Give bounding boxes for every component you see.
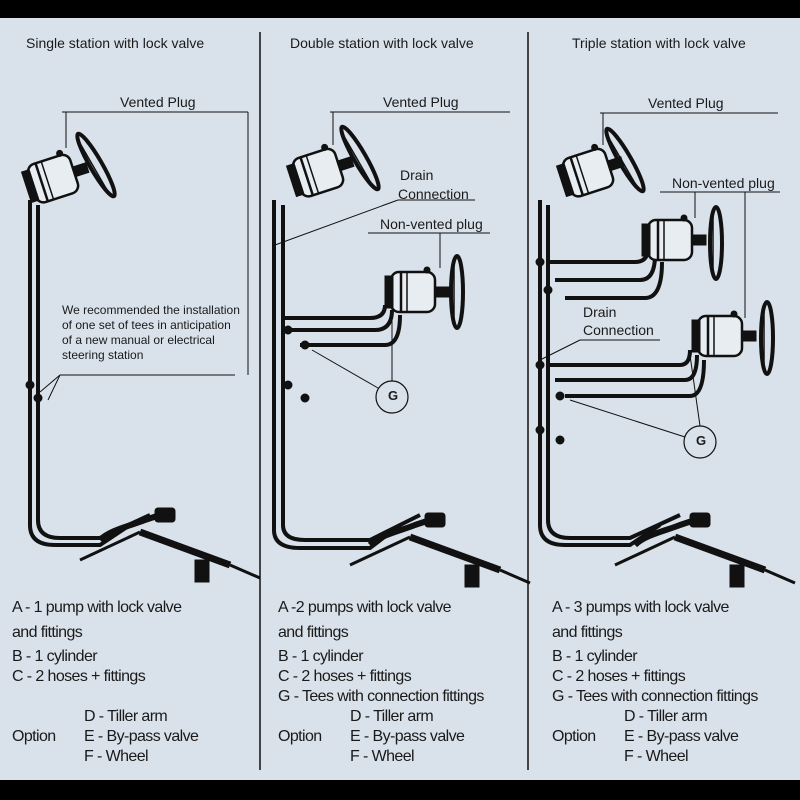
legend-a-cont: and fittings: [278, 624, 349, 641]
double-station-drawing: [272, 111, 530, 587]
legend-g: G - Tees with connection fittings: [552, 688, 758, 705]
legend-c: C - 2 hoses + fittings: [552, 668, 686, 685]
recommendation-note: We recommended the installation of one s…: [62, 303, 240, 363]
wheel-icon: [759, 300, 775, 376]
note-line: steering station: [62, 348, 144, 362]
non-vented-plug-label: Non-vented plug: [380, 216, 483, 232]
diagram-drawing: [17, 32, 800, 770]
cylinder-icon: [80, 508, 260, 582]
connection-label: Connection: [583, 322, 654, 338]
steering-diagram: Single station with lock valve Double st…: [0, 18, 800, 780]
drain-label: Drain: [583, 304, 617, 320]
legend-d: D - Tiller arm: [84, 708, 168, 725]
legend-c: C - 2 hoses + fittings: [278, 668, 412, 685]
panel-title-single: Single station with lock valve: [26, 35, 205, 51]
legend-g: G - Tees with connection fittings: [278, 688, 484, 705]
panel-title-triple: Triple station with lock valve: [572, 35, 746, 51]
legend-option: Option: [278, 728, 322, 745]
non-vented-plug-label: Non-vented plug: [672, 175, 775, 191]
legend-d: D - Tiller arm: [350, 708, 434, 725]
legend-a-cont: and fittings: [552, 624, 623, 641]
legend-e: E - By-pass valve: [350, 728, 465, 745]
legend-option: Option: [12, 728, 56, 745]
legend-f: F - Wheel: [84, 748, 149, 765]
vented-plug-label: Vented Plug: [120, 94, 196, 110]
vented-plug-label: Vented Plug: [383, 94, 459, 110]
g-callout: G: [696, 433, 707, 448]
cylinder-icon: [350, 513, 530, 587]
connection-label: Connection: [398, 186, 469, 202]
note-line: of a new manual or electrical: [62, 333, 215, 347]
legend-b: B - 1 cylinder: [278, 648, 364, 665]
vented-plug-label: Vented Plug: [648, 95, 724, 111]
triple-station-drawing: [535, 112, 795, 587]
legend-e: E - By-pass valve: [84, 728, 199, 745]
legend-a: A - 1 pump with lock valve: [12, 599, 182, 616]
cylinder-icon: [615, 513, 795, 587]
legend-a: A - 3 pumps with lock valve: [552, 599, 729, 616]
note-line: of one set of tees in anticipation: [62, 318, 231, 332]
legend-b: B - 1 cylinder: [552, 648, 638, 665]
single-station-drawing: [17, 111, 260, 582]
legend-e: E - By-pass valve: [624, 728, 739, 745]
wheel-icon: [449, 254, 465, 330]
wheel-icon: [708, 205, 724, 281]
legend-a: A -2 pumps with lock valve: [278, 599, 452, 616]
legend-b: B - 1 cylinder: [12, 648, 98, 665]
drain-label: Drain: [400, 167, 434, 183]
note-line: We recommended the installation: [62, 303, 240, 317]
g-callout: G: [388, 388, 399, 403]
legend-d: D - Tiller arm: [624, 708, 708, 725]
legend-f: F - Wheel: [624, 748, 689, 765]
legend-f: F - Wheel: [350, 748, 415, 765]
panel-title-double: Double station with lock valve: [290, 35, 474, 51]
legend-c: C - 2 hoses + fittings: [12, 668, 146, 685]
legend-option: Option: [552, 728, 596, 745]
legend-a-cont: and fittings: [12, 624, 83, 641]
